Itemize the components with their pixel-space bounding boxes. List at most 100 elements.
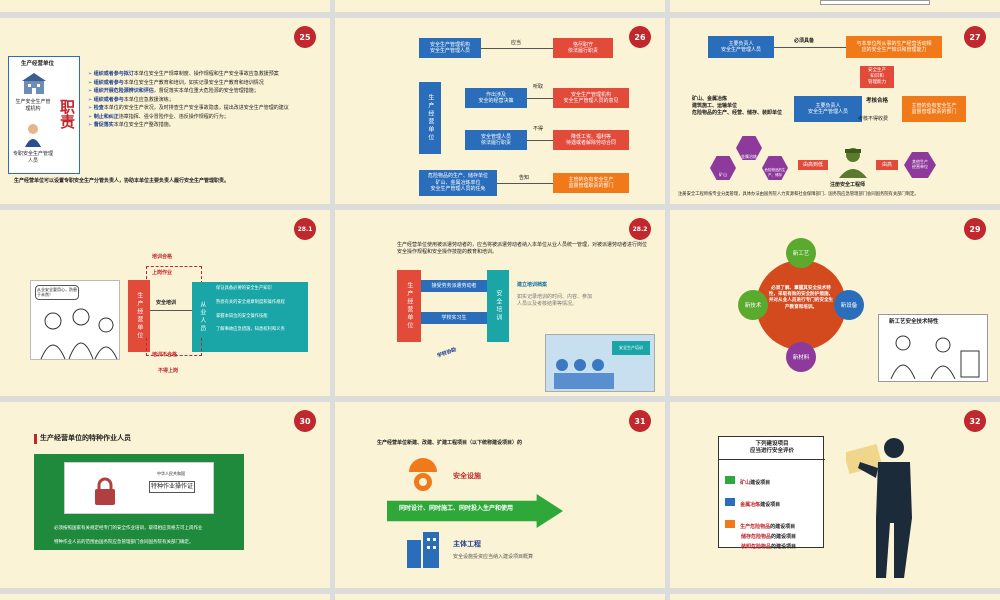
slide-27[interactable]: 27 主要负责人 安全生产管理人员 必须具备 与本单位所从事的生产经营活动相 应…: [670, 18, 1000, 204]
sketch-title: 新工艺安全技术特性: [889, 319, 939, 325]
unit-card: 生产经营单位 生产安全生产管理机构 专职安全生产管理人员 职责: [8, 56, 80, 174]
slide-number: 27: [964, 26, 986, 48]
box-title: 下列建设项目 应当进行安全评价: [719, 441, 825, 460]
slide-number: 25: [294, 26, 316, 48]
slide-31[interactable]: 31 生产经营单位新建、改建、扩建工程项目（以下统称建设项目）的 安全设施 同时…: [335, 402, 665, 588]
circle-new-material: 新材料: [786, 342, 816, 372]
mine-icon: [725, 475, 735, 484]
box-knowledge: 与本单位所从事的生产经营活动相 应的安全生产知识和管理能力: [846, 36, 942, 58]
partial-box: [820, 0, 930, 5]
arrow-label: 必须具备: [794, 38, 815, 44]
duty-item: ➢ 制止和纠正违章指挥、强令冒险作业、违反操作规程的行为；: [88, 113, 229, 120]
duty-item: ➢ 组织开展危险源辨识和评估，督促落实本单位重大危险源的安全管理措施；: [88, 88, 259, 94]
box-duty: 恪尽职守 依法履行职责: [553, 38, 613, 58]
box-intern: 学校实习生: [421, 312, 487, 324]
slide-32[interactable]: 32 下列建设项目 应当进行安全评价 矿山建设项目 金属冶炼建设项目 生产危险物…: [670, 402, 1000, 588]
slide-footer: 生产经营单位可以设置专职安全生产分管负责人，协助本单位主要负责人履行安全生产管理…: [14, 178, 230, 184]
archive-text: 如实记录培训的时间、内容、参加人员以及考核结果等情况。: [517, 294, 593, 307]
box-staff-duty: 安全管理人员 依法履行职责: [465, 130, 527, 150]
workers-illustration: [40, 308, 118, 360]
label-fail: 培训不合格: [152, 352, 178, 358]
center-circle: [756, 260, 846, 350]
slide-28-2[interactable]: 28.2 生产经营单位使用被派遣劳动者的，应当将被派遣劳动者纳入本单位从业人员统…: [335, 210, 665, 396]
label-work: 上岗作业: [152, 270, 173, 276]
slide-number: 30: [294, 410, 316, 432]
slide-partial-bottom-1[interactable]: [0, 594, 330, 600]
speech-bubble: 从业安全要用心，防患于未然！: [35, 285, 79, 300]
circle-new-equipment: 新设备: [834, 290, 864, 320]
circle-new-tech: 新技术: [738, 290, 768, 320]
training-vertical: 安全培训: [487, 270, 509, 342]
slide-partial-top-2[interactable]: [335, 0, 665, 12]
sub-text: 安全设施投资应当纳入建设项目概算: [453, 554, 534, 560]
item-store: 储存危险物品的建设项目: [741, 534, 797, 540]
engineer-icon: [839, 148, 867, 178]
duty-char: 职责: [58, 99, 76, 129]
arrow-text: 同时设计、同时施工、同时投入生产和使用: [399, 505, 514, 512]
green-panel: 中华人民共和国 特种作业操作证 必须按照国家有关规定经专门的安全作业培训，取得相…: [34, 454, 244, 550]
sketch-picture: 新工艺安全技术特性: [878, 314, 988, 382]
box-dept: 主管的负有安全生产 监督管理职责的部门: [902, 96, 966, 122]
slide-number: 28.2: [629, 218, 651, 240]
item-load: 装卸危险物品的建设项目: [741, 544, 797, 550]
label-pass: 培训合格: [152, 254, 173, 260]
staff-vertical: 从业人员: [192, 282, 212, 352]
circle-new-process: 新工艺: [786, 238, 816, 268]
center-text: 必须了解、掌握其安全技术特性，采取有效的安全防护措施，并对从业人员进行专门的安全…: [768, 286, 834, 310]
slide-25[interactable]: 25 生产经营单位 生产安全生产管理机构 专职安全生产管理人员 职责 ➢ 组织或…: [0, 18, 330, 204]
slide-number: 26: [629, 26, 651, 48]
workers-sketch: [890, 335, 980, 379]
certificate: 中华人民共和国 特种作业操作证: [64, 462, 214, 514]
arrow: [527, 140, 553, 141]
label-training: 安全培训: [156, 300, 177, 306]
box-decision: 作出涉及 安全的经营决策: [465, 88, 527, 108]
building-icon: [22, 73, 46, 94]
slide-partial-top-3[interactable]: [670, 0, 1000, 12]
cert-title: 特种作业操作证: [149, 481, 196, 494]
box-agency: 安全生产管理机构 安全生产管理人员: [419, 38, 481, 58]
cartoon-panel: 从业安全要用心，防患于未然！: [30, 280, 120, 360]
card-title: 生产经营单位: [21, 61, 55, 67]
slide-29[interactable]: 29 必须了解、掌握其安全技术特性，采取有效的安全防护措施，并对从业人员进行专门…: [670, 210, 1000, 396]
safety-helmet-icon: [409, 458, 437, 491]
students-illustration: [554, 359, 614, 389]
box-appointment: 危险物品的生产、储存单位 矿山、金属冶炼单位 安全生产管理人员的任免: [419, 170, 497, 196]
hex-label: 矿山: [719, 172, 727, 177]
slide-28-1[interactable]: 28.1 从业安全要用心，防患于未然！ 培训合格 上岗作业 生产经营单位 安全培…: [0, 210, 330, 396]
archive-title: 建立培训档案: [517, 282, 548, 288]
box-ability: 安全生产 知识和 管理能力: [860, 66, 894, 88]
duty-item: ➢ 组织或者参与拟订本单位安全生产规章制度、操作规程和生产安全事故应急救援预案: [88, 71, 279, 77]
slide-partial-top-1[interactable]: [0, 0, 330, 12]
unit-vertical: 生产经营单位: [128, 280, 150, 352]
tag-high: 由高: [876, 160, 898, 170]
tag-high-low: 由高到低: [798, 160, 828, 170]
training-item: 掌握本岗位的安全操作技能: [216, 313, 268, 319]
training-board: 安全生产培训: [612, 341, 650, 355]
building-icon: [407, 532, 439, 568]
arrow-label: 听取: [533, 84, 544, 90]
lock-icon: [95, 477, 115, 505]
slide-title: 生产经营单位的特种作业人员: [40, 434, 131, 442]
title-bar: [34, 434, 37, 444]
factory-icon: [725, 497, 735, 506]
slide-number: 29: [964, 218, 986, 240]
slide-partial-bottom-2[interactable]: [335, 594, 665, 600]
classroom-picture: 安全生产培训: [545, 334, 655, 392]
training-item: 熟悉有关的安全规章制度和操作规程: [216, 299, 285, 305]
slide-partial-bottom-3[interactable]: [670, 594, 1000, 600]
inspector-silhouette: [846, 438, 912, 578]
label-main-project: 主体工程: [453, 540, 481, 548]
fee-label: 考核不得收费: [858, 116, 889, 122]
duty-item: ➢ 组织或者参与本单位应急救援演练；: [88, 96, 174, 103]
box-heads: 主要负责人 安全生产管理人员: [708, 36, 774, 58]
box-dept: 主管的负有安全生产 监督管理职责的部门: [553, 173, 629, 193]
duty-item: ➢ 检查本单位的安全生产状况，及时排查生产安全事故隐患，提出改进安全生产管理的建…: [88, 105, 289, 111]
unit-vertical: 生产经营单位: [397, 270, 421, 342]
hex-label: 危险物品的生产、储存: [764, 168, 786, 177]
training-item: 保证具备必要的安全生产知识: [216, 286, 272, 291]
school-label: 学校协助: [436, 346, 458, 360]
pass-label: 考核合格: [866, 98, 889, 104]
slide-30[interactable]: 30 生产经营单位的特种作业人员 中华人民共和国 特种作业操作证 必须按照国家有…: [0, 402, 330, 588]
training-item: 了解事故应急措施，知悉权利和义务: [216, 327, 285, 333]
slide-26[interactable]: 26 安全生产管理机构 安全生产管理人员 应当 恪尽职守 依法履行职责 生产经营…: [335, 18, 665, 204]
